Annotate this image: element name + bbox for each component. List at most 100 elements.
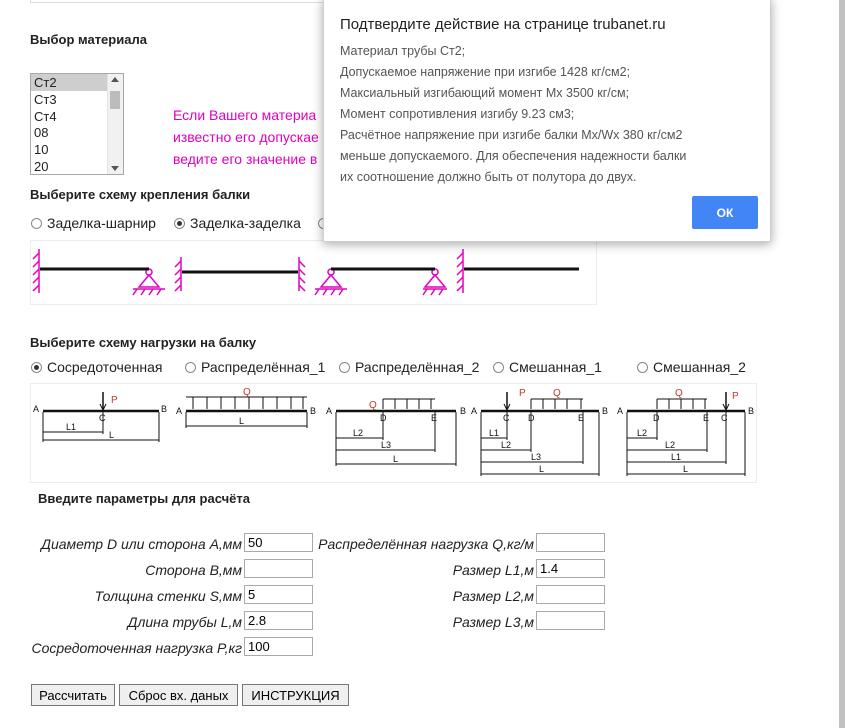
radio-icon[interactable] bbox=[493, 362, 504, 373]
material-title: Выбор материала bbox=[30, 32, 147, 47]
diagram-label: L3 bbox=[381, 440, 391, 450]
diagram-label: Q bbox=[369, 400, 377, 411]
params-title: Введите параметры для расчёта bbox=[38, 491, 250, 506]
instructions-button[interactable]: ИНСТРУКЦИЯ bbox=[242, 684, 349, 706]
diagram-label: E bbox=[431, 413, 437, 423]
diagram-label: Q bbox=[675, 388, 683, 399]
support-radio-2[interactable]: Заделка-заделка bbox=[174, 215, 301, 231]
diagram-label: L bbox=[683, 464, 688, 474]
diagram-label: L2 bbox=[501, 440, 511, 450]
param-label: Толщина стенки S,мм bbox=[94, 588, 242, 604]
diagram-label: L3 bbox=[531, 452, 541, 462]
material-option[interactable]: 10 bbox=[34, 142, 49, 158]
diagram-label: B bbox=[310, 406, 316, 416]
load-schemes-svg: A B C L1 L A B L A B D E L2 L3 L A B C D… bbox=[33, 387, 754, 476]
diagram-label: Q bbox=[553, 388, 561, 399]
radio-label: Заделка-шарнир bbox=[47, 215, 156, 231]
diameter-input[interactable] bbox=[244, 533, 313, 552]
dialog-line: Материал трубы Ст2; bbox=[340, 44, 466, 58]
diagram-label: L bbox=[239, 416, 244, 426]
material-option[interactable]: Ст2 bbox=[31, 74, 108, 91]
side-b-input[interactable] bbox=[244, 559, 313, 578]
radio-icon[interactable] bbox=[637, 362, 648, 373]
diagram-label: B bbox=[161, 404, 167, 414]
size-l1-input[interactable] bbox=[536, 559, 605, 578]
dialog-line: меньше допускаемого. Для обеспечения над… bbox=[340, 149, 687, 163]
dialog-line: Момент сопротивления изгибу 9.23 см3; bbox=[340, 107, 575, 121]
diagram-label: B bbox=[460, 406, 466, 416]
diagram-label: C bbox=[503, 413, 510, 423]
material-option[interactable]: 20 bbox=[34, 158, 49, 174]
material-select[interactable]: Ст2 Ст3 Ст4 08 10 20 bbox=[30, 73, 124, 175]
param-label: Длина трубы L,м bbox=[127, 614, 242, 630]
param-label: Размер L1,м bbox=[452, 562, 534, 578]
diagram-label: L1 bbox=[489, 428, 499, 438]
radio-icon[interactable] bbox=[31, 218, 42, 229]
dialog-line: Допускаемое напряжение при изгибе 1428 к… bbox=[340, 65, 631, 79]
reset-button[interactable]: Сброс вх. даных bbox=[119, 684, 238, 706]
diagram-label: L2 bbox=[665, 440, 675, 450]
radio-label: Распределённая_2 bbox=[355, 359, 480, 375]
size-l2-input[interactable] bbox=[536, 585, 605, 604]
calculate-button[interactable]: Рассчитать bbox=[31, 684, 115, 706]
pipe-length-input[interactable] bbox=[244, 611, 313, 630]
support-title: Выберите схему крепления балки bbox=[30, 187, 251, 202]
diagram-label: L2 bbox=[353, 428, 363, 438]
diagram-label: L1 bbox=[671, 452, 681, 462]
radio-label: Заделка-заделка bbox=[190, 215, 301, 231]
load-title: Выберите схему нагрузки на балку bbox=[30, 335, 257, 350]
diagram-label: B bbox=[602, 406, 608, 416]
scroll-thumb[interactable] bbox=[110, 91, 120, 109]
diagram-label: L bbox=[393, 454, 398, 464]
distributed-load-input[interactable] bbox=[536, 533, 605, 552]
diagram-label: L bbox=[109, 430, 114, 440]
diagram-label: E bbox=[703, 413, 709, 423]
page-scrollbar[interactable] bbox=[839, 0, 845, 728]
material-hint: Если Вашего материа известно его допуска… bbox=[173, 104, 333, 170]
diagram-label: P bbox=[111, 395, 118, 406]
load-schemes-image: A B C L1 L A B L A B D E L2 L3 L A B C D… bbox=[30, 383, 757, 483]
radio-label: Смешанная_1 bbox=[509, 359, 602, 375]
diagram-label: A bbox=[176, 406, 182, 416]
param-label: Размер L2,м bbox=[452, 588, 534, 604]
param-label: Размер L3,м bbox=[452, 614, 534, 630]
size-l3-input[interactable] bbox=[536, 611, 605, 630]
radio-checked-icon[interactable] bbox=[31, 362, 42, 373]
diagram-label: C bbox=[99, 413, 106, 423]
diagram-label: E bbox=[578, 413, 584, 423]
diagram-label: L bbox=[539, 464, 544, 474]
radio-icon[interactable] bbox=[185, 362, 196, 373]
material-scrollbar[interactable] bbox=[107, 74, 123, 174]
diagram-label: P bbox=[519, 388, 526, 399]
diagram-label: D bbox=[653, 413, 660, 423]
material-option[interactable]: Ст3 bbox=[34, 91, 57, 107]
dialog-line: Расчётное напряжение при изгибе балки Мх… bbox=[340, 128, 683, 142]
point-load-input[interactable] bbox=[244, 637, 313, 656]
load-radio-3[interactable]: Распределённая_2 bbox=[339, 359, 479, 375]
wall-thickness-input[interactable] bbox=[244, 585, 313, 604]
load-radio-2[interactable]: Распределённая_1 bbox=[185, 359, 325, 375]
ok-button[interactable]: ОК bbox=[692, 196, 758, 229]
diagram-label: D bbox=[380, 413, 387, 423]
dialog-line: их соотношение должно быть от полутора д… bbox=[340, 170, 637, 184]
material-option[interactable]: 08 bbox=[34, 125, 49, 141]
load-radio-5[interactable]: Смешанная_2 bbox=[637, 359, 746, 375]
diagram-label: L1 bbox=[66, 422, 76, 432]
param-label: Сторона B,мм bbox=[145, 562, 242, 578]
top-input-box bbox=[30, 0, 332, 3]
diagram-label: B bbox=[748, 406, 754, 416]
radio-icon[interactable] bbox=[339, 362, 350, 373]
diagram-label: C bbox=[721, 413, 728, 423]
scroll-up-icon[interactable] bbox=[111, 77, 119, 82]
diagram-label: A bbox=[33, 404, 39, 414]
support-schemes-svg bbox=[32, 249, 579, 296]
radio-checked-icon[interactable] bbox=[174, 218, 185, 229]
material-option[interactable]: Ст4 bbox=[34, 108, 57, 124]
hint-line: Если Вашего материа bbox=[173, 107, 317, 123]
diagram-label: A bbox=[617, 406, 623, 416]
load-radio-1[interactable]: Сосредоточенная bbox=[31, 359, 162, 375]
support-radio-1[interactable]: Заделка-шарнир bbox=[31, 215, 156, 231]
load-radio-4[interactable]: Смешанная_1 bbox=[493, 359, 602, 375]
diagram-label: A bbox=[471, 406, 477, 416]
scroll-down-icon[interactable] bbox=[111, 166, 119, 171]
